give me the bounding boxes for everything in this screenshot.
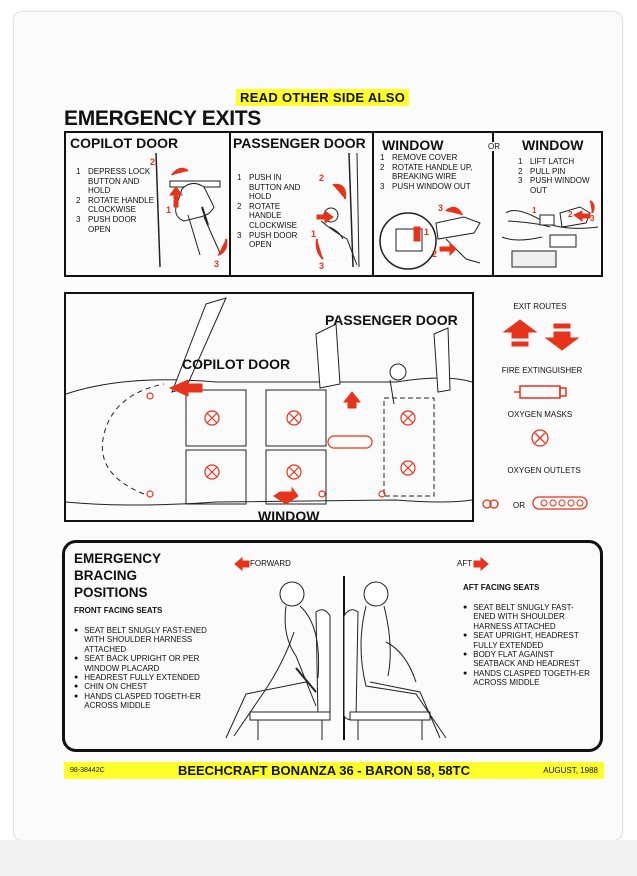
arrow-icon (573, 210, 591, 222)
aft-label: AFT (457, 559, 473, 568)
or-label: OR (487, 142, 501, 151)
aft-arrow-icon (473, 556, 489, 572)
exit-routes-icon (502, 319, 580, 351)
print-date: AUGUST, 1988 (543, 766, 598, 775)
copilot-door-heading: COPILOT DOOR (70, 135, 179, 151)
part-number: 98-38442C (70, 767, 105, 774)
legend-oxygen-masks: OXYGEN MASKS (507, 410, 573, 419)
callout-1: 1 (311, 229, 316, 239)
arrow-icon (169, 186, 183, 208)
oxygen-outlet-single-icon (482, 499, 499, 509)
list-item: SEAT BELT SNUGLY FAST-ENED WITH SHOULDER… (74, 626, 222, 654)
cabin-layout-diagram (65, 297, 473, 506)
oxygen-outlet-multi-icon (532, 496, 588, 510)
front-facing-heading: FRONT FACING SEATS (74, 606, 163, 615)
window-latch-illustration: 2 1 3 (501, 200, 599, 268)
callout-3: 3 (214, 259, 219, 269)
bracing-position-illustration (225, 576, 447, 740)
aft-facing-list: SEAT BELT SNUGLY FAST-ENED WITH SHOULDER… (463, 603, 595, 688)
window-label: WINDOW (258, 508, 320, 524)
aircraft-model: BEECHCRAFT BONANZA 36 - BARON 58, 58TC (177, 763, 470, 778)
front-facing-list: SEAT BELT SNUGLY FAST-ENED WITH SHOULDER… (74, 626, 222, 711)
window-heading: WINDOW (382, 137, 444, 153)
legend-oxygen-outlets: OXYGEN OUTLETS (507, 466, 581, 475)
forward-arrow-icon (234, 556, 250, 572)
fire-extinguisher-icon (514, 385, 567, 399)
list-item: HANDS CLASPED TOGETH-ER ACROSS MIDDLE (463, 669, 595, 688)
arrow-icon (316, 210, 334, 224)
callout-1: 1 (166, 205, 171, 215)
copilot-door-illustration: 2 1 3 (150, 152, 228, 269)
exit-arrow-copilot (168, 379, 203, 397)
list-item: SEAT BACK UPRIGHT OR PER WINDOW PLACARD (74, 654, 222, 673)
list-item: SEAT UPRIGHT, HEADREST FULLY EXTENDED (463, 631, 595, 650)
exit-arrow-passenger (342, 391, 362, 409)
oxygen-mask-markers (146, 392, 416, 498)
footer-bar: 98-38442C BEECHCRAFT BONANZA 36 - BARON … (64, 762, 604, 779)
panel-divider (229, 131, 231, 277)
cabin-layout-panel (64, 292, 474, 522)
panel-divider (492, 131, 494, 277)
callout-2: 2 (568, 210, 573, 219)
list-item: BODY FLAT AGAINST SEATBACK AND HEADREST (463, 650, 595, 669)
arrow-icon (439, 241, 457, 257)
list-item: SEAT BELT SNUGLY FAST-ENED WITH SHOULDER… (463, 603, 595, 631)
list-item: HANDS CLASPED TOGETH-ER ACROSS MIDDLE (74, 692, 222, 711)
window-heading-alt: WINDOW (522, 137, 584, 153)
callout-3: 3 (590, 214, 595, 223)
callout-1: 1 (424, 227, 429, 237)
passenger-door-label: PASSENGER DOOR (325, 312, 458, 328)
read-other-side-banner: READ OTHER SIDE ALSO (236, 89, 410, 106)
list-item: HEADREST FULLY EXTENDED (74, 673, 222, 682)
bracing-title: EMERGENCY BRACING POSITIONS (74, 551, 162, 600)
scan-background (0, 840, 637, 876)
callout-2: 2 (319, 173, 324, 183)
callout-2: 2 (432, 249, 437, 259)
legend-fire-extinguisher: FIRE EXTINGUISHER (501, 366, 583, 375)
exit-arrow-window (273, 486, 299, 505)
bracing-panel (62, 540, 603, 752)
forward-label: FORWARD (250, 559, 291, 568)
page-title: EMERGENCY EXITS (64, 107, 261, 130)
passenger-door-heading: PASSENGER DOOR (233, 135, 366, 151)
legend-exit-routes: EXIT ROUTES (513, 302, 567, 311)
list-item: CHIN ON CHEST (74, 682, 222, 691)
passenger-door-illustration: 2 1 3 (311, 152, 360, 271)
callout-2: 2 (150, 157, 155, 167)
legend-or-label: OR (513, 501, 525, 510)
window-handle-illustration: 1 3 2 (379, 203, 481, 270)
panel-divider (372, 131, 374, 277)
copilot-door-label: COPILOT DOOR (182, 356, 291, 372)
callout-1: 1 (532, 206, 537, 215)
oxygen-mask-icon (531, 429, 549, 447)
exit-instructions-panel (64, 131, 603, 277)
callout-3: 3 (319, 261, 324, 271)
aft-facing-heading: AFT FACING SEATS (463, 583, 540, 592)
callout-3: 3 (438, 203, 443, 213)
